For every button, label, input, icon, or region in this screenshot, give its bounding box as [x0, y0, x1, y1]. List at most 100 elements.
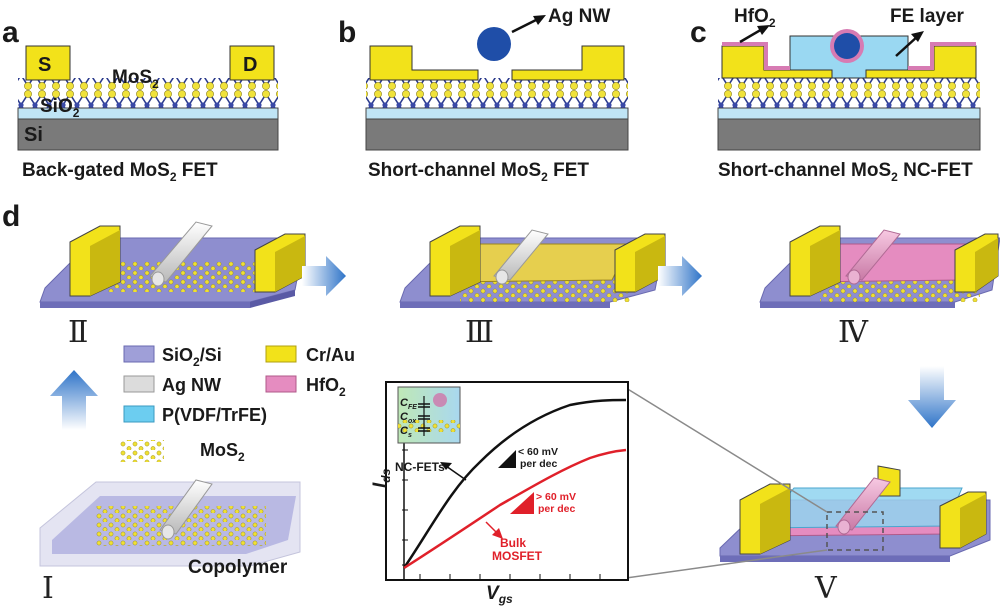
drain-contact-b [511, 45, 625, 81]
mos2-lattice-c [718, 78, 980, 108]
si-layer-b [365, 117, 629, 151]
source-contact-b [369, 45, 479, 81]
legend-label-agnw: Ag NW [162, 375, 221, 395]
legend-label-mos2: MoS2 [200, 440, 245, 464]
legend-label-crau: Cr/Au [306, 345, 355, 365]
copolymer-label: Copolymer [188, 557, 288, 578]
si-layer-c [717, 117, 981, 151]
ag-nanowire [477, 27, 511, 61]
hfo2-pointer-head [757, 25, 770, 35]
step-2-substrate-side [250, 290, 295, 308]
fe-pointer [895, 35, 919, 57]
step-5-device [719, 465, 991, 562]
panel-c-caption: Short-channel MoS2 NC-FET [718, 160, 973, 184]
step-4-device [759, 225, 1000, 308]
step-4-mos2 [820, 280, 980, 302]
x-axis-label: Vgs [486, 583, 513, 606]
arrow-3-to-4 [658, 256, 702, 296]
arrow-1-to-2 [50, 370, 98, 430]
nc-fet-curve [402, 398, 627, 569]
step-2-mos2 [100, 262, 270, 292]
drain-label: D [243, 54, 257, 76]
ids-vgs-plot: < 60 mV per dec > 60 mV per dec NC-FETs … [370, 381, 629, 606]
step-3-right-contact-side [635, 236, 665, 292]
zoom-line-top [625, 387, 828, 513]
bulk-slope-triangle [510, 492, 534, 514]
arrow-2-to-3 [302, 256, 346, 296]
inset-wire [433, 393, 447, 407]
legend-swatch-crau [265, 345, 297, 363]
step-5-label: Ⅴ [814, 571, 838, 606]
inset-cfe-label: CFE [400, 397, 417, 411]
step-3-substrate-edge [400, 302, 610, 308]
legend-swatch-mos2 [120, 440, 164, 462]
ag-nw-pointer-head [533, 15, 546, 25]
nc-pointer [445, 465, 467, 481]
inset-cox-label: Cox [400, 411, 417, 425]
y-axis-label: Ids [370, 468, 393, 488]
arrow-4-to-5 [908, 366, 956, 428]
legend-swatch-hfo2 [265, 375, 297, 393]
bulk-pointer-head [492, 528, 503, 539]
legend-swatch-pvdf [123, 405, 155, 423]
step-2-ag-nw-end [151, 271, 165, 287]
hfo2-layer [722, 42, 976, 70]
bulk-mosfet-curve [403, 448, 627, 570]
bulk-slope-label2: per dec [538, 503, 576, 515]
step-1-ag-nw-end [161, 524, 175, 540]
step-2-right-contact-side [275, 236, 305, 292]
mos2-lattice-b [366, 78, 628, 108]
step-3-mos2 [460, 280, 630, 302]
step-5-ag-nw-end [837, 519, 851, 535]
step-4-label: Ⅳ [838, 315, 869, 350]
legend-label-pvdf: P(VDF/TrFE) [162, 405, 267, 425]
nc-slope-label: < 60 mV [518, 446, 558, 458]
si-label: Si [24, 124, 43, 146]
step-5-right-contact-side [960, 494, 986, 548]
step-4-left-contact-side [810, 230, 840, 296]
step-2-substrate-edge [40, 302, 250, 308]
panel-b-letter: b [338, 16, 356, 49]
inset-mos2 [398, 420, 460, 432]
fe-layer-label: FE layer [890, 6, 965, 27]
panel-d-letter: d [2, 200, 20, 233]
step-3-left-contact-side [450, 230, 480, 296]
step-5-left-contact-side [760, 488, 790, 554]
bulk-slope-label: > 60 mV [536, 491, 576, 503]
hfo2-label: HfO2 [734, 6, 776, 30]
legend-label-hfo2: HfO2 [306, 375, 346, 399]
ag-nanowire-c [834, 33, 860, 59]
step-3-label: Ⅲ [465, 315, 494, 350]
zoom-line-bottom [625, 549, 828, 579]
step-3-device [399, 225, 666, 308]
nc-pointer-head [440, 462, 452, 470]
source-label: S [38, 54, 51, 76]
panel-a: a S D MoS2 SiO2 Si Back-gated MoS2 FET [2, 16, 279, 184]
step-2-label: Ⅱ [68, 315, 88, 350]
step-2-device [39, 221, 306, 308]
legend-swatch-agnw [123, 375, 155, 393]
ag-nw-pointer [511, 16, 541, 34]
ag-nw-label: Ag NW [548, 6, 610, 27]
legend-label-sio2: SiO2/Si [162, 345, 222, 369]
step-4-right-contact-side [975, 238, 998, 292]
fe-pointer-head [911, 31, 924, 42]
step-4-ag-nw-end [847, 269, 861, 285]
si-layer [17, 117, 279, 151]
panel-b-caption: Short-channel MoS2 FET [368, 160, 589, 184]
nc-slope-triangle [498, 450, 516, 468]
mos2-label: MoS2 [112, 67, 159, 91]
sio2-layer-c [717, 107, 981, 120]
nc-slope-label2: per dec [520, 458, 558, 470]
bulk-label: Bulk [500, 536, 526, 550]
panel-a-letter: a [2, 16, 19, 49]
legend-swatch-sio2 [123, 345, 155, 363]
drain-contact [229, 45, 275, 81]
bulk-label2: MOSFET [492, 549, 543, 563]
step-1-label: Ⅰ [42, 571, 54, 606]
x-ticks [419, 574, 601, 580]
panel-c: c HfO2 FE layer Short-channel MoS2 NC-FE… [690, 6, 981, 184]
mos2-lattice [18, 78, 278, 108]
step-1-device: Copolymer [39, 479, 301, 578]
